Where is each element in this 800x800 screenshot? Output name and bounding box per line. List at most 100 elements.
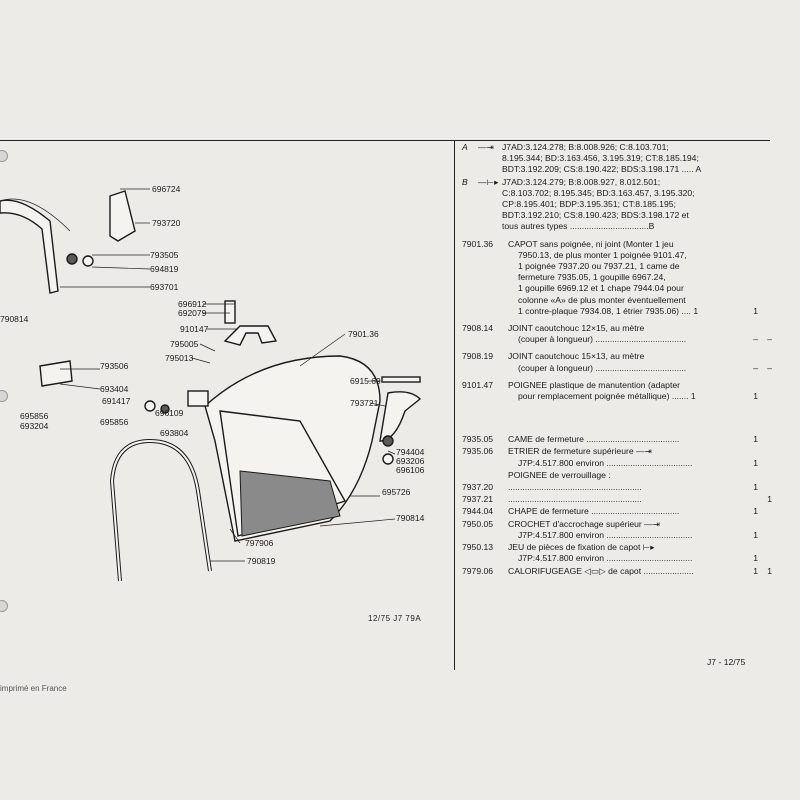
callout-label: 693701 bbox=[150, 282, 179, 292]
handle-lever bbox=[109, 190, 136, 242]
part-number: 7908.19 bbox=[462, 351, 494, 362]
pin-part bbox=[224, 300, 236, 324]
page-top-rule bbox=[0, 140, 770, 141]
item-text: POIGNEE de verrouillage : bbox=[508, 469, 611, 480]
parts-item: 7937.20.................................… bbox=[462, 482, 772, 493]
callout-label: 696109 bbox=[155, 408, 184, 418]
nut-part bbox=[66, 253, 78, 265]
quantity-col-2 bbox=[758, 351, 772, 362]
parts-item: 7944.04 CHAPE de fermeture ..............… bbox=[462, 506, 772, 517]
part-number: 7935.05 bbox=[462, 434, 494, 445]
quantity-col-2 bbox=[758, 250, 772, 261]
quantity-col-1: 1 bbox=[753, 565, 758, 576]
column-divider bbox=[454, 140, 455, 670]
part-number: 7944.04 bbox=[462, 506, 494, 517]
quantity-col-1: 1 bbox=[753, 482, 758, 493]
callout-label: 693404 bbox=[100, 384, 129, 394]
callout-label: 6915.69 bbox=[350, 376, 381, 386]
hood-handle bbox=[379, 391, 422, 442]
callout-label: 910147 bbox=[180, 324, 209, 334]
quantity-col-1 bbox=[744, 261, 758, 272]
quantity-col-1: 1 bbox=[753, 457, 758, 468]
quantity-col-1: 1 bbox=[753, 391, 758, 402]
quantity-col-1: 1 bbox=[753, 529, 758, 540]
callout-label: 790814 bbox=[396, 513, 425, 523]
callout-label: 795005 bbox=[170, 339, 199, 349]
item-text: JOINT caoutchouc 12×15, au mètre bbox=[508, 323, 645, 334]
quantity-col-2 bbox=[758, 283, 772, 294]
bolt-part bbox=[381, 376, 421, 383]
parts-list: A —⇥ J7AD:3.124.278; B:8.008.926; C:8.10… bbox=[462, 142, 772, 577]
imprint-text: imprimé en France bbox=[0, 684, 67, 693]
page-footer-code: J7 - 12/75 bbox=[707, 657, 746, 667]
ref-block-b: B —⊢▸ J7AD:3.124.279; B:8.008.927, 8.012… bbox=[462, 176, 695, 232]
callout-label: 695856 bbox=[100, 417, 129, 427]
quantity-col-1 bbox=[744, 272, 758, 283]
quantity-col-1 bbox=[744, 519, 758, 530]
quantity-col-1 bbox=[744, 239, 758, 250]
item-line: 1 goupille 6969.12 et 1 chape 7944.04 po… bbox=[508, 283, 772, 294]
item-line: J7P:4.517.800 environ ..................… bbox=[508, 530, 772, 541]
item-line: 1 contre-plaque 7934.08, 1 étrier 7935.0… bbox=[508, 306, 772, 317]
quantity-col-2: 1 bbox=[767, 494, 772, 505]
item-text: CHAPE de fermeture .....................… bbox=[508, 506, 680, 517]
callout-label: 693804 bbox=[160, 428, 189, 438]
parts-item: POIGNEE de verrouillage : bbox=[462, 470, 772, 481]
callout-label: 696106 bbox=[396, 465, 425, 475]
quantity-col-1: 1 bbox=[753, 553, 758, 564]
part-number: 7937.20 bbox=[462, 482, 494, 493]
quantity-col-1 bbox=[744, 283, 758, 294]
quantity-col-2 bbox=[758, 553, 772, 564]
binder-hole bbox=[0, 150, 8, 162]
item-line: 1 poignée 7937.20 ou 7937.21, 1 came de bbox=[508, 261, 772, 272]
quantity-col-2 bbox=[758, 380, 772, 391]
quantity-col-2 bbox=[758, 434, 772, 445]
quantity-col-1: 1 bbox=[753, 506, 758, 517]
seal-arch bbox=[109, 438, 212, 582]
item-line: JOINT caoutchouc 15×13, au mètre bbox=[508, 351, 772, 362]
quantity-col-2 bbox=[758, 470, 772, 481]
insulation-panel bbox=[239, 470, 341, 537]
item-line: J7P:4.517.800 environ ..................… bbox=[508, 553, 772, 564]
callout-label: 793720 bbox=[152, 218, 181, 228]
item-text: POIGNEE plastique de manutention (adapte… bbox=[508, 379, 680, 390]
quantity-col-1 bbox=[744, 380, 758, 391]
item-line: fermeture 7935.05, 1 goupille 6967.24, bbox=[508, 272, 772, 283]
item-text: 1 poignée 7937.20 ou 7937.21, 1 came de bbox=[518, 261, 680, 272]
quantity-col-1: 1 bbox=[753, 434, 758, 445]
quantity-col-1 bbox=[744, 295, 758, 306]
part-number: 7979.06 bbox=[462, 565, 494, 576]
quantity-col-1 bbox=[744, 250, 758, 261]
callout-label: 794404 bbox=[396, 447, 425, 457]
item-text: pour remplacement poignée métallique) ..… bbox=[518, 391, 696, 402]
callout-label: 693206 bbox=[396, 456, 425, 466]
quantity-col-1 bbox=[744, 323, 758, 334]
item-line: POIGNEE de verrouillage : bbox=[508, 470, 772, 481]
quantity-col-2 bbox=[758, 519, 772, 530]
quantity-col-2 bbox=[758, 272, 772, 283]
callout-label: 691417 bbox=[102, 396, 131, 406]
callout-label: 793505 bbox=[150, 250, 179, 260]
callout-label: 696724 bbox=[152, 184, 181, 194]
quantity-col-2 bbox=[758, 391, 772, 402]
part-number: 7950.05 bbox=[462, 518, 494, 529]
ref-block-a: A —⇥ J7AD:3.124.278; B:8.008.926; C:8.10… bbox=[462, 142, 702, 175]
item-text: (couper à longueur) ....................… bbox=[518, 334, 687, 345]
nut-part bbox=[382, 435, 394, 447]
quantity-col-2: 1 bbox=[767, 565, 772, 576]
part-number: 7901.36 bbox=[462, 238, 494, 249]
item-text: 1 goupille 6969.12 et 1 chape 7944.04 po… bbox=[518, 283, 684, 294]
callout-label: 7901.36 bbox=[348, 329, 379, 339]
handle-bracket bbox=[223, 325, 278, 346]
washer-part bbox=[382, 453, 394, 465]
quantity-col-2: – bbox=[767, 334, 772, 345]
item-line: (couper à longueur) ....................… bbox=[508, 363, 772, 374]
callout-label: 695726 bbox=[382, 487, 411, 497]
quantity-col-2 bbox=[758, 446, 772, 457]
item-line: CALORIFUGEAGE ◁▭▷ de capot .............… bbox=[508, 566, 772, 577]
quantity-col-1 bbox=[744, 470, 758, 481]
part-number: 7908.14 bbox=[462, 323, 494, 334]
